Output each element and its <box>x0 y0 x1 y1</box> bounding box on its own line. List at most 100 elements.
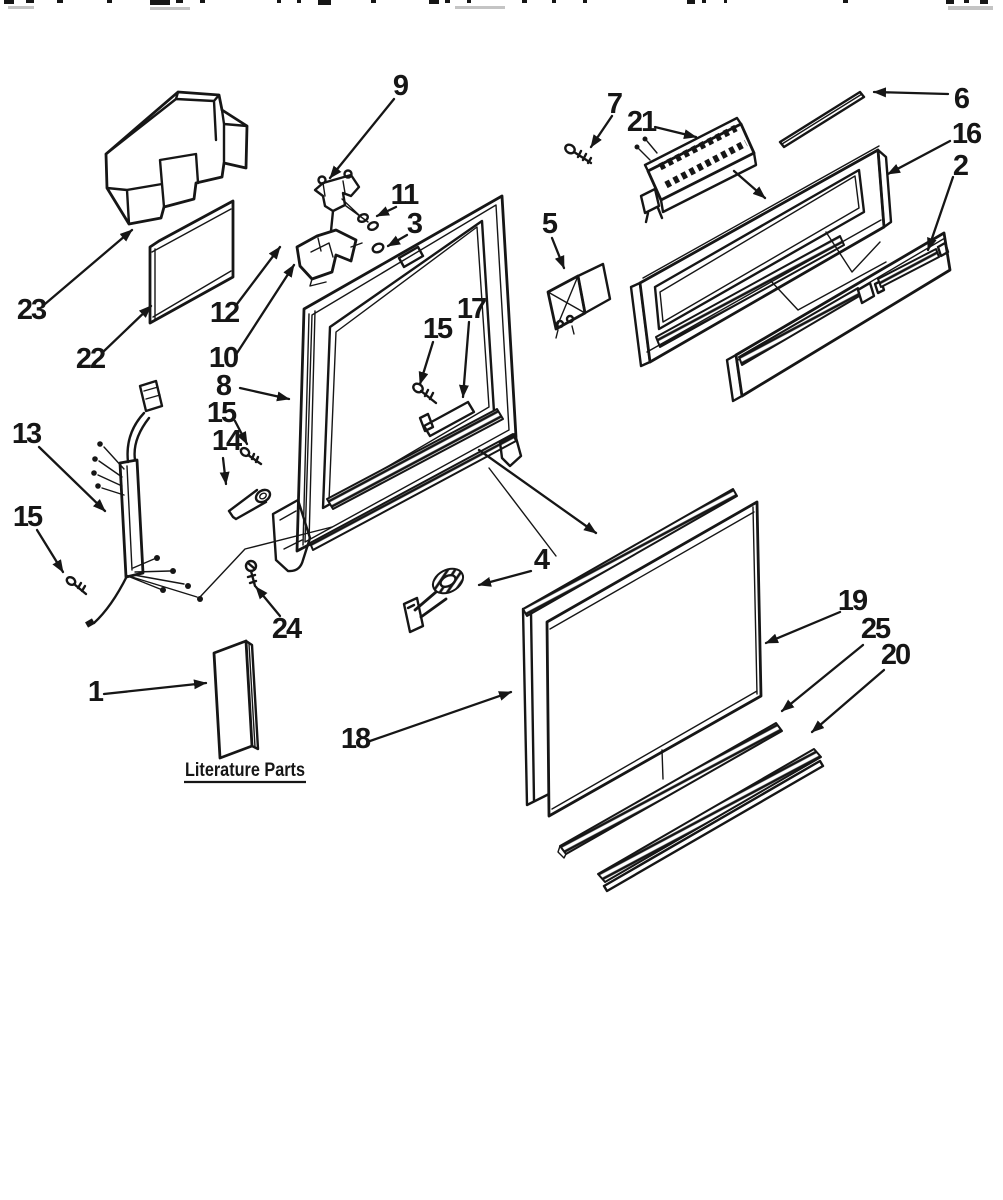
callout-2: 2 <box>953 150 968 182</box>
callout-21: 21 <box>627 106 657 138</box>
callout-9: 9 <box>393 70 409 102</box>
callout-20: 20 <box>881 639 910 671</box>
callout-12: 12 <box>210 297 239 329</box>
callout-4: 4 <box>534 544 550 576</box>
door-frame <box>199 194 523 598</box>
screw-24 <box>244 559 258 588</box>
strike-strip-17 <box>418 400 476 438</box>
trim-strip-25 <box>557 722 783 859</box>
terminal-row <box>664 139 748 189</box>
callout-16: 16 <box>952 118 982 150</box>
callout-3: 3 <box>407 208 423 240</box>
leader-18 <box>368 690 513 743</box>
literature-parts-label: Literature Parts <box>184 760 306 784</box>
callout-1: 1 <box>88 676 104 708</box>
hinge-left <box>271 498 312 573</box>
callout-10: 10 <box>209 342 238 374</box>
alignment-vee <box>769 231 887 311</box>
callout-22: 22 <box>76 343 105 375</box>
leader-25 <box>780 643 865 713</box>
trim-strip-20 <box>597 748 825 893</box>
leader-12 <box>235 245 282 306</box>
leader-3 <box>386 233 409 248</box>
callout-7: 7 <box>607 88 622 120</box>
callout-23: 23 <box>17 294 47 326</box>
inner-panel-top-fold <box>522 488 738 617</box>
callout-11: 11 <box>391 179 420 211</box>
callout-14: 14 <box>212 425 242 457</box>
leader-14 <box>219 456 230 486</box>
leader-17 <box>458 320 471 399</box>
callout-13: 13 <box>12 418 42 450</box>
callout-numbers: 9 11 3 7 21 6 16 2 5 23 22 12 10 8 15 14… <box>12 70 984 755</box>
door-latch <box>313 169 361 233</box>
inner-door-panel <box>521 488 738 807</box>
console-insert-panel <box>725 231 952 403</box>
leader-1 <box>102 679 208 696</box>
screw-15-upper <box>239 446 263 466</box>
callout-15-lower: 15 <box>13 501 43 533</box>
leader-15-upper <box>233 419 249 446</box>
outer-door-panel <box>545 500 763 818</box>
grommet-11a <box>357 212 369 224</box>
callout-25: 25 <box>861 613 891 645</box>
callout-19: 19 <box>838 585 868 617</box>
control-board <box>634 116 758 224</box>
wire-harness <box>85 379 203 628</box>
alignment-line <box>488 467 557 557</box>
console-end-cap <box>104 90 249 226</box>
harness-connector <box>138 379 164 413</box>
leader-2 <box>926 175 955 252</box>
screw-15-lower <box>65 575 88 596</box>
callout-15-upper: 15 <box>207 397 237 429</box>
leader-6 <box>872 87 950 98</box>
leader-16 <box>886 139 952 176</box>
leader-23 <box>43 228 134 306</box>
screw-7 <box>564 143 593 165</box>
callout-24: 24 <box>272 613 302 645</box>
leader-frame-to-panel <box>477 448 598 535</box>
trim-strip-6 <box>778 90 866 149</box>
leader-15-lower <box>35 528 65 574</box>
latch-stem <box>329 209 335 233</box>
hinge-right <box>498 432 523 468</box>
latch-grommets <box>341 198 385 254</box>
latch-keeper <box>397 245 425 269</box>
grommet-11b <box>367 220 379 232</box>
terminal-row <box>658 124 738 171</box>
leader-lines <box>35 87 955 743</box>
callout-6: 6 <box>954 83 970 115</box>
console-window-opening <box>653 168 866 331</box>
door-handle <box>402 567 465 634</box>
hinge-stud-14 <box>227 488 272 521</box>
leader-board-to-console <box>732 169 767 200</box>
latch-bracket <box>295 228 363 287</box>
leader-20 <box>810 668 886 734</box>
callout-8: 8 <box>216 370 232 402</box>
harness-to-hinge-wire <box>199 526 333 598</box>
console-panel <box>629 145 893 368</box>
leader-22 <box>101 304 153 354</box>
leader-15-frame <box>418 340 435 386</box>
leader-9 <box>328 97 396 180</box>
leader-10 <box>235 263 296 355</box>
scan-edge-artifacts <box>4 0 993 10</box>
literature-label-text: Literature Parts <box>185 760 305 781</box>
leader-21 <box>653 125 698 140</box>
door-switch <box>546 262 612 339</box>
leader-19 <box>764 610 842 645</box>
leader-5 <box>550 236 566 270</box>
callout-15-frame: 15 <box>423 313 453 345</box>
frame-bottom-rail <box>326 408 504 510</box>
leader-8 <box>238 386 291 402</box>
callout-5: 5 <box>542 208 558 240</box>
callout-18: 18 <box>341 723 371 755</box>
literature-booklet <box>212 639 260 760</box>
callout-17: 17 <box>457 293 486 325</box>
leader-11 <box>375 205 398 218</box>
leader-4 <box>477 569 533 587</box>
leader-7 <box>589 114 614 149</box>
leader-24 <box>254 585 282 618</box>
